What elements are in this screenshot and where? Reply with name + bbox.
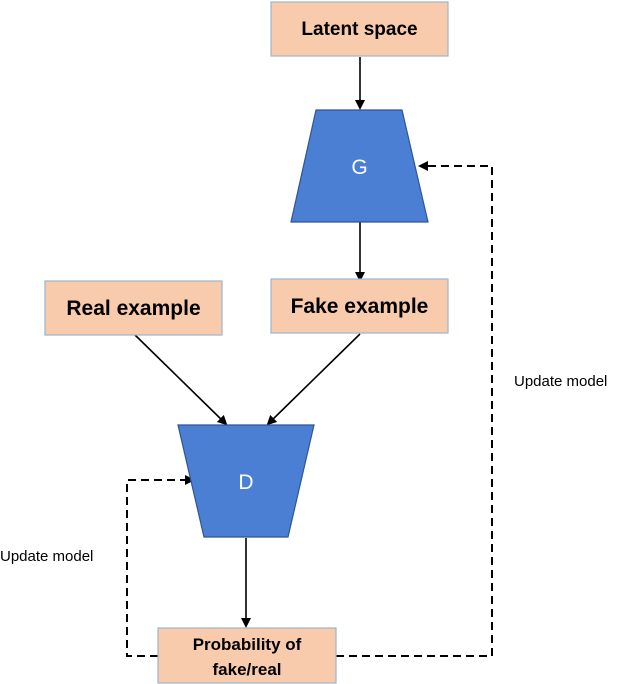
arrow-real-to-discriminator [133,333,228,426]
probability-label-line2: fake/real [213,660,282,679]
update-model-discriminator-label: Update model [0,548,93,565]
fake-example-label: Fake example [291,295,429,318]
generator-node: G [290,109,429,223]
dashed-arrow-update-generator [336,161,493,657]
update-model-generator-label: Update model [514,373,607,390]
discriminator-label: D [238,471,253,494]
real-example-node: Real example [44,280,223,336]
discriminator-node: D [177,424,315,538]
real-example-label: Real example [66,297,200,320]
probability-node: Probability of fake/real [157,627,337,684]
generator-label: G [351,156,367,179]
latent-space-node: Latent space [270,1,449,57]
latent-space-label: Latent space [301,19,417,40]
fake-example-node: Fake example [270,278,449,334]
probability-label-line1: Probability of [193,635,302,654]
arrow-fake-to-discriminator [266,333,361,426]
dashed-arrow-update-discriminator [126,475,195,657]
